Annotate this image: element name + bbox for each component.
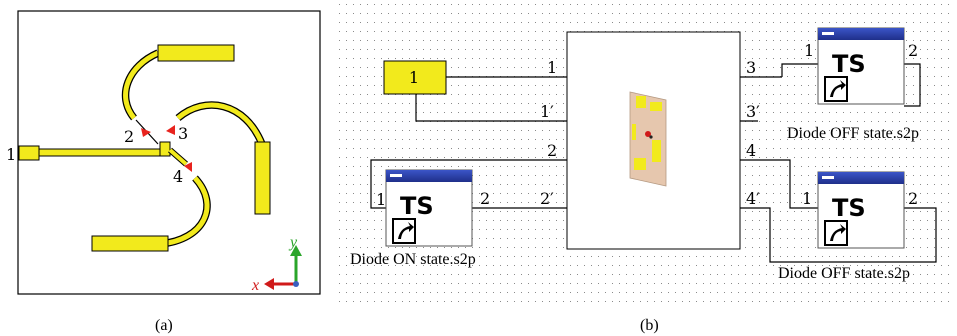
port-label-1: 1 xyxy=(6,145,16,164)
ts-bottom-pin-1: 1 xyxy=(802,189,812,208)
port-label-3: 3 xyxy=(178,124,188,143)
lower-arm xyxy=(91,175,211,252)
em-port-3-prime: 3′ xyxy=(746,102,760,121)
ts-block-top: TS xyxy=(817,27,905,105)
ts-icon-text: TS xyxy=(832,50,866,78)
upper-arm xyxy=(121,44,235,121)
feed-line xyxy=(18,141,171,161)
port-label-2: 2 xyxy=(124,127,134,146)
ts-bottom-pin-2: 2 xyxy=(908,189,918,208)
port-arrow-3 xyxy=(166,125,175,135)
ts-top-caption: Diode OFF state.s2p xyxy=(787,125,919,142)
ts-block-left: TS xyxy=(385,169,473,247)
ts-icon-text: TS xyxy=(400,192,434,220)
axis-y-label: y xyxy=(288,234,298,251)
em-port-4-prime: 4′ xyxy=(746,189,760,208)
right-arm xyxy=(175,101,271,215)
panel-a: 1 2 3 4 y x (a) xyxy=(6,10,321,334)
axis-indicator: y x xyxy=(251,234,302,294)
wires xyxy=(370,63,937,263)
caption-b: (b) xyxy=(640,317,659,334)
source-port-label: 1 xyxy=(409,68,419,87)
em-thumbnail xyxy=(629,91,667,187)
caption-a: (a) xyxy=(155,317,173,334)
ts-left-pin-2: 2 xyxy=(480,189,490,208)
em-port-2: 2 xyxy=(547,141,557,160)
ts-block-bottom: TS xyxy=(817,171,905,249)
ts-top-pin-2: 2 xyxy=(908,41,918,60)
panel-b: 1 1 1′ 2 2′ 3 3′ 4 4′ TS 1 2 Diode OFF s… xyxy=(336,4,952,334)
axis-x-label: x xyxy=(251,277,259,294)
ts-left-caption: Diode ON state.s2p xyxy=(350,251,476,268)
em-port-2-prime: 2′ xyxy=(540,189,554,208)
source-port-box xyxy=(383,60,447,95)
em-port-3: 3 xyxy=(746,58,756,77)
ts-top-pin-1: 1 xyxy=(804,41,814,60)
ts-left-pin-1: 1 xyxy=(376,190,386,209)
ts-bottom-caption: Diode OFF state.s2p xyxy=(778,265,910,282)
em-port-1-prime: 1′ xyxy=(540,102,554,121)
em-port-4: 4 xyxy=(746,141,756,160)
ts-icon-text: TS xyxy=(832,194,866,222)
em-port-1: 1 xyxy=(547,58,557,77)
port-arrow-2 xyxy=(141,128,151,137)
port-arrow-4 xyxy=(184,162,192,172)
port-label-4: 4 xyxy=(173,167,183,186)
